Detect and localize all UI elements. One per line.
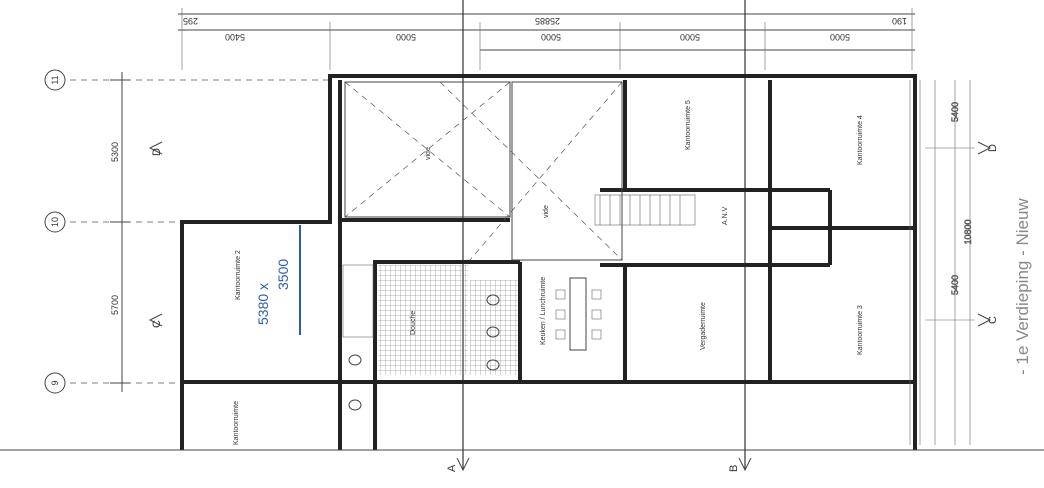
facade-windows: 5400 5400 10800 (909, 80, 975, 445)
room-vergaderruimte: Vergaderruimte (700, 302, 707, 350)
dim-right-total: 10800 (963, 219, 973, 244)
dim-right-edge: 190 (892, 16, 907, 26)
stairs (342, 194, 696, 338)
dining-table (555, 277, 602, 351)
room-douche: Douche (410, 311, 417, 335)
room-kantoorruimte-4: Kantoorruimte 4 (857, 115, 864, 165)
axis-10: 10 (50, 217, 60, 227)
dim-total: 25885 (535, 16, 560, 26)
room-anv: A.N.V (722, 206, 729, 225)
annotation-depth: 3500 (275, 259, 291, 290)
dim-right: 5400 (950, 102, 960, 122)
walls (0, 74, 1044, 451)
room-kantoorruimte-5: Kantoorruimte 5 (685, 100, 692, 150)
section-c-right: C (987, 316, 999, 324)
room-kantoorruimte-3: Kantoorruimte 3 (857, 305, 864, 355)
section-a: A (446, 464, 458, 472)
dim-bay: 5000 (680, 32, 700, 42)
top-dimensions: 295 25885 190 5400 5000 5000 5000 5000 (178, 0, 915, 470)
section-d-right: D (987, 144, 999, 152)
section-markers: D C D C A B (148, 141, 999, 472)
room-keuken: Keuken / Lunchruimte (540, 277, 547, 345)
dim-left: 5300 (110, 142, 120, 162)
room-vide: vide (425, 147, 432, 160)
room-kantoorruimte-2: Kantoorruimte 2 (235, 250, 242, 300)
dim-bay: 5000 (830, 32, 850, 42)
drawing-title: - 1e Verdieping - Nieuw (1013, 198, 1032, 375)
room-labels: Kantoorruimte 2 Kantoorruimte Kantoorrui… (233, 100, 864, 445)
dim-bay: 5000 (541, 32, 561, 42)
axis-9: 9 (50, 380, 60, 385)
axis-11: 11 (50, 75, 60, 84)
annotation-width: 5380 x (255, 283, 271, 325)
section-c-left: C (151, 320, 163, 328)
section-b: B (728, 465, 740, 472)
section-d-left: D (151, 148, 163, 156)
dim-bay: 5400 (225, 32, 245, 42)
vide-void (344, 81, 623, 261)
bathroom-tiles (378, 265, 468, 375)
room-vide: vide (543, 205, 550, 218)
dim-left: 5700 (110, 295, 120, 315)
room-kantoorruimte: Kantoorruimte (233, 401, 240, 445)
dim-bay: 5000 (396, 32, 416, 42)
dim-left-edge: 295 (183, 16, 198, 26)
dim-right: 5400 (950, 275, 960, 295)
toilets (348, 294, 500, 411)
grid-axes: 11 10 9 5300 5700 (44, 69, 330, 394)
